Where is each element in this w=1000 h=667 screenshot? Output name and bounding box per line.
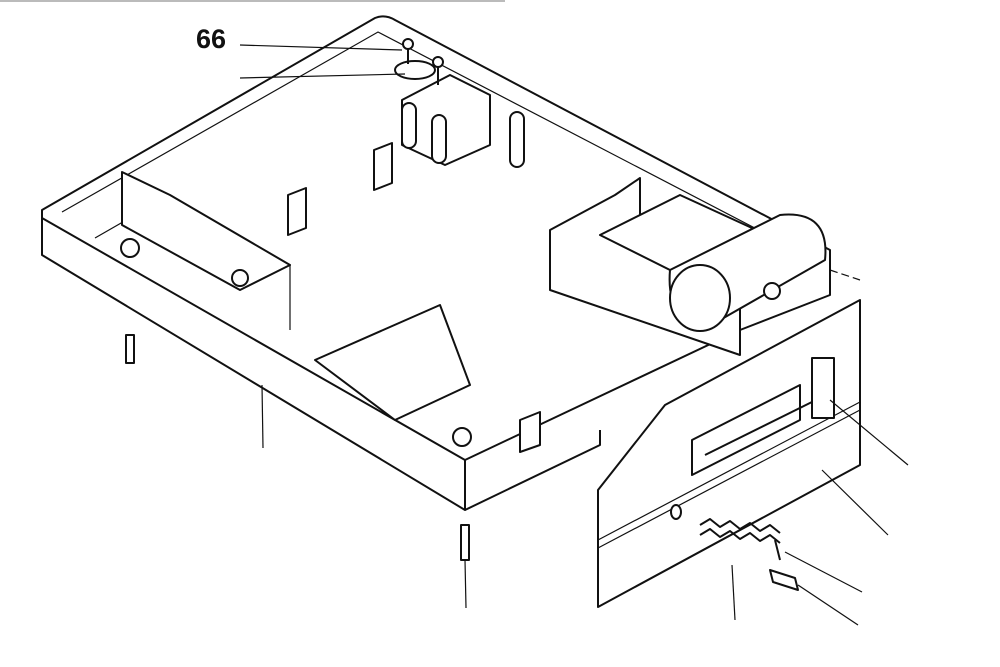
- callout-label-66: 66: [196, 24, 227, 54]
- leader-lines: [239, 44, 909, 626]
- base-tray: [41, 15, 861, 511]
- spring-and-pins: [125, 334, 799, 591]
- side-panel: [597, 299, 861, 608]
